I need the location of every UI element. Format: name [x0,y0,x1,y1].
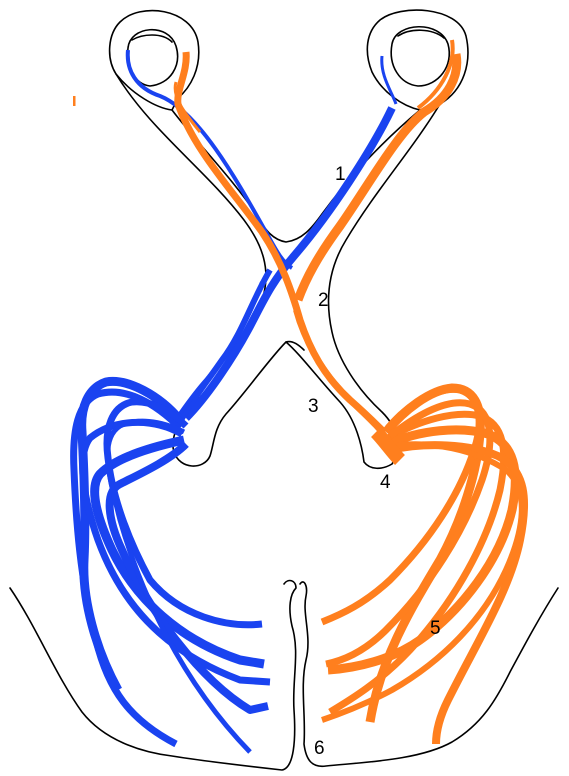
label-5: 5 [430,618,441,639]
right-eye-orange-fiber [298,54,457,300]
right-visual-pathway [175,40,524,744]
right-optic-tract [296,310,388,440]
label-3: 3 [308,396,319,417]
label-4: 4 [380,472,391,493]
right-eye-temporal-fiber [382,56,396,104]
label-1: 1 [335,164,346,185]
tract-inner-outline [286,341,304,350]
left-eye-cornea [132,35,172,42]
label-2: 2 [318,290,329,311]
left-lgn-loop-5 [107,402,262,625]
occipital-lobe-right-outline [300,582,558,766]
stray-orange-mark [73,96,76,106]
left-optic-tract-2 [170,282,262,428]
label-6: 6 [314,738,325,759]
